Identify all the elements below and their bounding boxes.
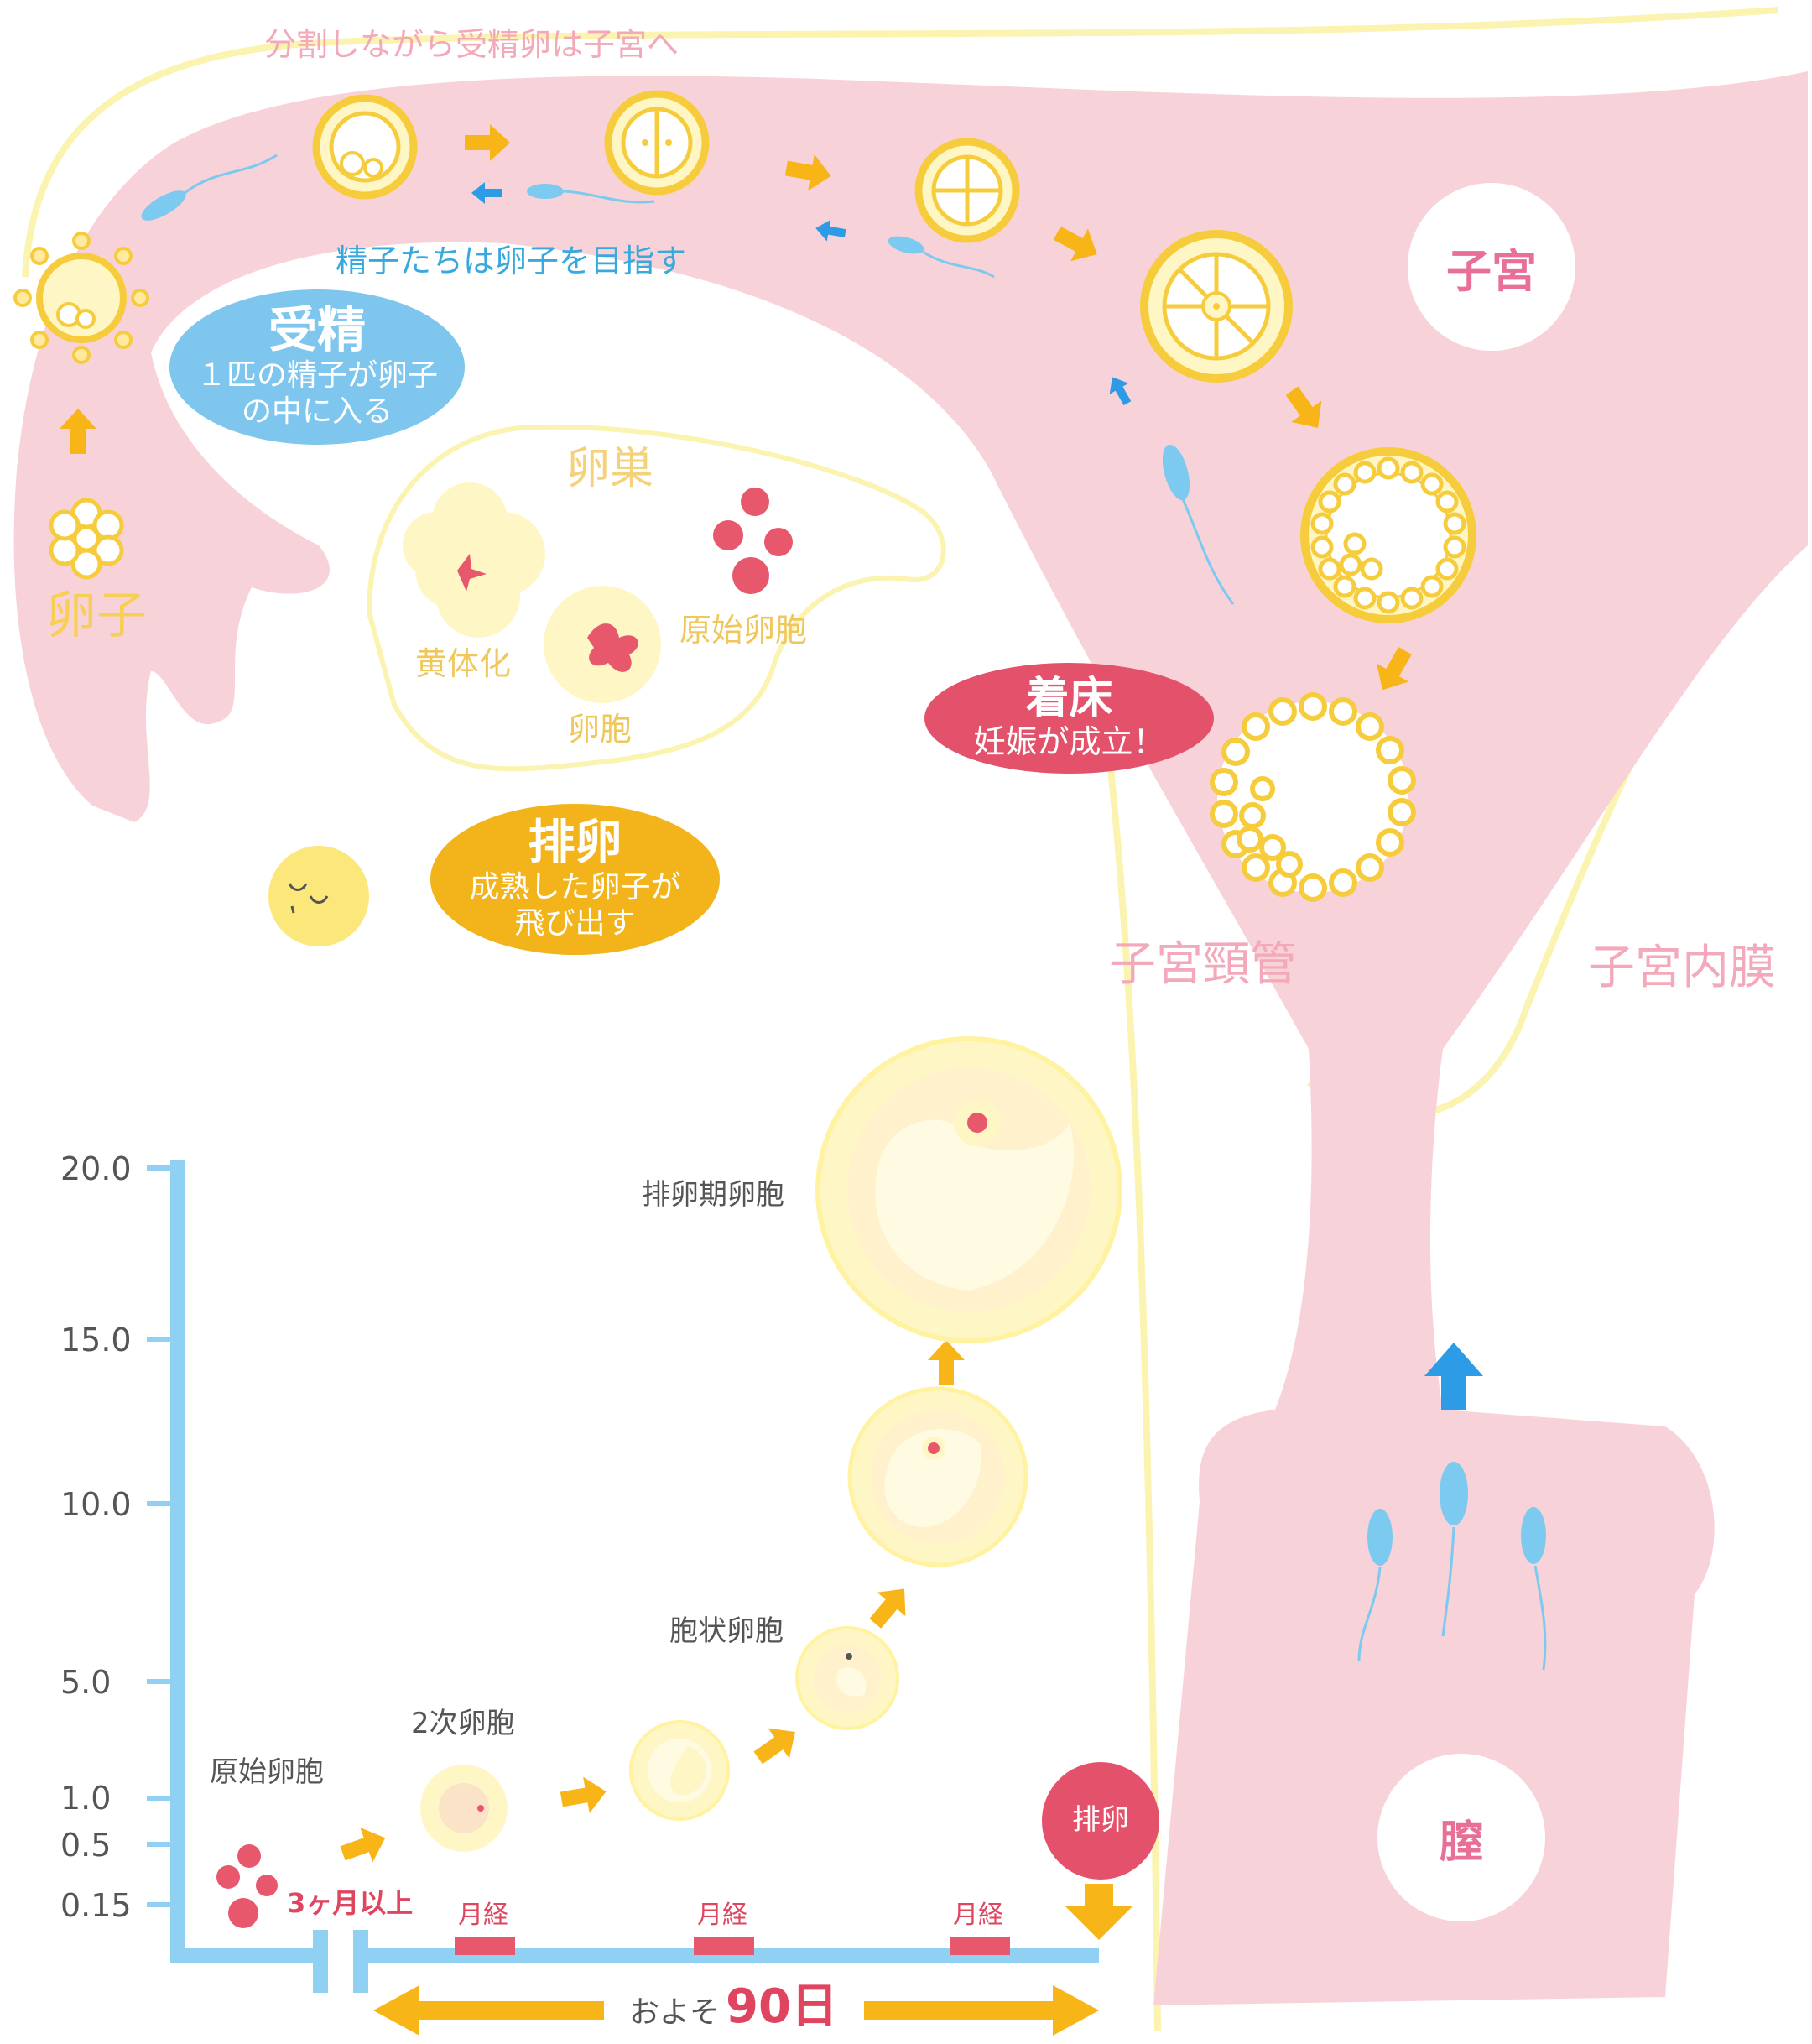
ovulation-small-bubble: 排卵 [1042,1762,1159,1880]
fertilization-line2: の中に入る [241,394,393,430]
label-luteinization: 黄体化 [415,645,512,682]
sperm-vagina [1357,1343,1547,1671]
axis-tick-label: 5.0 [60,1664,112,1701]
label-follicle: 卵胞 [568,711,633,748]
axis-tick-label: 0.5 [60,1827,112,1864]
fertilization-title: 受精 [268,301,366,359]
vagina-circle: 膣 [1377,1754,1545,1921]
follicle-chart [147,1036,1132,2036]
implantation-title: 着床 [1025,673,1113,724]
label-primordial-follicle-top: 原始卵胞 [680,612,808,649]
label-ovulation-follicle: 排卵期卵胞 [642,1178,784,1212]
label-ninety-days: 90日 [726,1979,838,2034]
ovulation-title: 排卵 [528,816,622,871]
fertilization-bubble: 受精 １匹の精子が卵子 の中に入る [169,289,465,445]
label-antral-follicle: 胞状卵胞 [669,1614,784,1648]
axis-tick-label: 15.0 [60,1322,132,1358]
axis-tick-label: 0.15 [60,1887,132,1924]
label-cervical-canal: 子宮頸管 [1109,937,1297,992]
ovulation-line2: 飛び出す [514,905,636,941]
label-approx: およそ [629,1995,721,2030]
fertilization-line1: １匹の精子が卵子 [195,358,438,394]
menstruation-label: 月経 [458,1901,508,1930]
label-three-months: 3ヶ月以上 [287,1887,414,1919]
sperm-top [141,154,1235,605]
implantation-line1: 妊娠が成立！ [973,722,1165,760]
axis-tick-label: 20.0 [60,1150,132,1187]
egg-progression [13,90,1476,902]
ovulation-bubble: 排卵 成熟した卵子が 飛び出す [430,804,720,955]
axis-tick-label: 10.0 [60,1486,132,1523]
ovary-outline [366,424,946,772]
implantation-bubble: 着床 妊娠が成立！ [924,663,1214,774]
label-sperm-target: 精子たちは卵子を目指す [336,242,687,279]
axis-tick-label: 1.0 [60,1780,112,1817]
label-endometrium: 子宮内膜 [1588,941,1776,995]
ovulation-small-title: 排卵 [1072,1803,1129,1838]
label-divide-to-uterus: 分割しながら受精卵は子宮へ [264,26,680,63]
ovum-icon [49,498,124,580]
label-ovum: 卵子 [46,587,147,645]
ovulation-line1: 成熟した卵子が [469,869,681,905]
ovary-contents [268,482,793,946]
menstruation-label: 月経 [697,1901,747,1930]
menstruation-label: 月経 [953,1901,1003,1930]
label-ovary: 卵巣 [566,444,654,494]
uterus-circle: 子宮 [1408,183,1575,351]
label-secondary-follicle: 2次卵胞 [411,1707,515,1740]
label-primordial-follicle: 原始卵胞 [210,1755,324,1789]
